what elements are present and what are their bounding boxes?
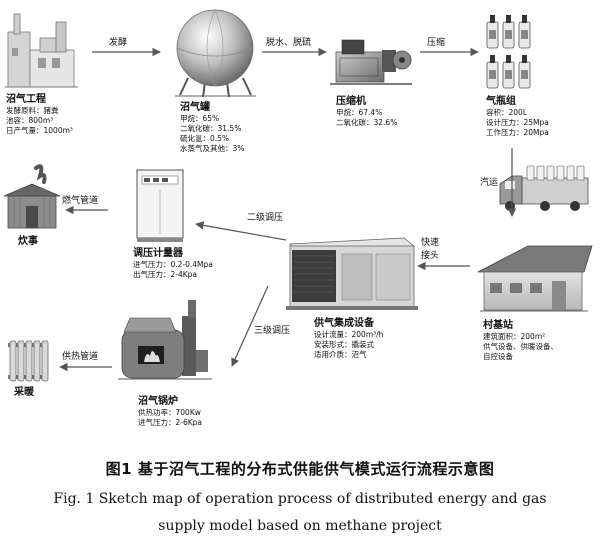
node-detail: 发酵原料：猪粪 (6, 106, 59, 115)
node-detail: 设计压力：25Mpa (486, 118, 549, 127)
edge-label-heat-pipeline: 供热管道 (62, 352, 99, 362)
node-title: 供气集成设备 (314, 318, 374, 329)
node-detail: 供气设备、供暖设备、 (483, 342, 558, 351)
node-pressure-meter: 调压计量器 进气压力：0.2-0.4Mpa 出气压力：2-4Kpa (133, 248, 213, 280)
flow-arrows (59, 47, 517, 372)
node-detail: 甲烷：67.4% (336, 108, 383, 117)
gas-truck-icon (499, 165, 589, 211)
node-detail: 供热功率：700Kw (138, 408, 201, 417)
node-detail: 安装形式：撬装式 (314, 340, 374, 349)
node-title: 沼气工程 (6, 94, 46, 105)
node-cylinder-group: 气瓶组 容积：200L 设计压力：25Mpa 工作压力：20Mpa (486, 96, 549, 138)
edge-label-compression: 压缩 (427, 38, 446, 48)
node-gas-supply-equipment: 供气集成设备 设计流量：200m³/h 安装形式：撬装式 适用介质：沼气 (314, 318, 383, 360)
edge-label-third-stage: 三级调压 (254, 326, 291, 336)
node-title: 沼气锅炉 (138, 396, 178, 407)
node-title: 气瓶组 (486, 96, 516, 107)
node-detail: 硫化氢：0.5% (180, 134, 230, 143)
node-detail: 二氧化碳：31.5% (180, 124, 242, 133)
node-detail: 出气压力：2-4Kpa (133, 270, 198, 279)
node-detail: 进气压力：0.2-0.4Mpa (133, 260, 213, 269)
village-station-icon (477, 245, 593, 312)
node-compressor: 压缩机 甲烷：67.4% 二氧化碳：32.6% (336, 96, 397, 128)
arrow-second-stage (195, 221, 287, 241)
node-title: 采暖 (14, 387, 34, 398)
node-detail: 进气压力：2-6Kpa (138, 418, 203, 427)
edge-label-dehydrate-desulfurize: 脱水、脱硫 (266, 38, 312, 48)
node-detail: 水蒸气及其他：3% (180, 144, 245, 153)
cooking-hut-icon (3, 164, 61, 229)
node-detail: 甲烷：65% (180, 114, 220, 123)
edge-label-fermentation: 发酵 (109, 38, 128, 48)
node-detail: 建筑面积：200m² (483, 332, 546, 341)
node-biogas-tank: 沼气罐 甲烷：65% 二氧化碳：31.5% 硫化氢：0.5% 水蒸气及其他：3% (180, 102, 244, 154)
process-diagram: 发酵 脱水、脱硫 压缩 汽运 快速 接头 二级调压 三级调压 燃气管道 供热管道… (3, 9, 593, 428)
pressure-regulator-cabinet-icon (136, 169, 184, 242)
edge-label-truck-transport: 汽运 (480, 178, 499, 188)
node-detail: 容积：200L (486, 108, 527, 117)
edge-label-gas-pipeline: 燃气管道 (62, 196, 99, 206)
edge-label-quick-joint-2: 接头 (421, 251, 440, 261)
node-detail: 适用介质：沼气 (314, 350, 367, 359)
node-title: 调压计量器 (133, 248, 183, 259)
node-detail: 自控设备 (483, 352, 513, 361)
edge-label-quick-joint-1: 快速 (421, 238, 440, 248)
biogas-plant-icon (5, 13, 78, 88)
figure-caption-english-line-2: supply model based on methane project (158, 518, 442, 534)
node-biogas-boiler: 沼气锅炉 供热功率：700Kw 进气压力：2-6Kpa (138, 396, 202, 428)
node-title: 沼气罐 (180, 102, 210, 113)
node-title: 压缩机 (336, 96, 366, 107)
node-detail: 二氧化碳：32.6% (336, 118, 398, 127)
node-village-station: 村基站 建筑面积：200m² 供气设备、供暖设备、 自控设备 (483, 320, 558, 362)
compressor-icon (330, 39, 412, 85)
biogas-tank-icon (175, 9, 256, 98)
node-title: 村基站 (483, 320, 513, 331)
figure-caption-english: Fig. 1 Sketch map of operation process o… (0, 486, 600, 540)
gas-supply-equipment-icon (286, 237, 418, 310)
radiator-icon (8, 340, 49, 382)
gas-cylinder-group-icon (486, 15, 531, 89)
biogas-boiler-icon (118, 300, 212, 380)
node-detail: 设计流量：200m³/h (314, 330, 384, 339)
node-biogas-project: 沼气工程 发酵原料：猪粪 池容：800m³ 日产气量：1000m³ (6, 94, 73, 136)
edge-label-second-stage: 二级调压 (247, 213, 284, 223)
node-title: 炊事 (18, 236, 38, 247)
node-cooking: 炊事 (18, 236, 38, 248)
figure-caption-english-line-1: Fig. 1 Sketch map of operation process o… (53, 491, 547, 507)
node-detail: 工作压力：20Mpa (486, 128, 549, 137)
diagram-artwork (3, 9, 593, 382)
node-detail: 池容：800m³ (6, 116, 54, 125)
node-detail: 日产气量：1000m³ (6, 126, 73, 135)
arrow-third-stage (231, 285, 269, 367)
node-heating: 采暖 (14, 387, 34, 399)
figure-caption-chinese: 图1 基于沼气工程的分布式供能供气模式运行流程示意图 (105, 460, 495, 478)
